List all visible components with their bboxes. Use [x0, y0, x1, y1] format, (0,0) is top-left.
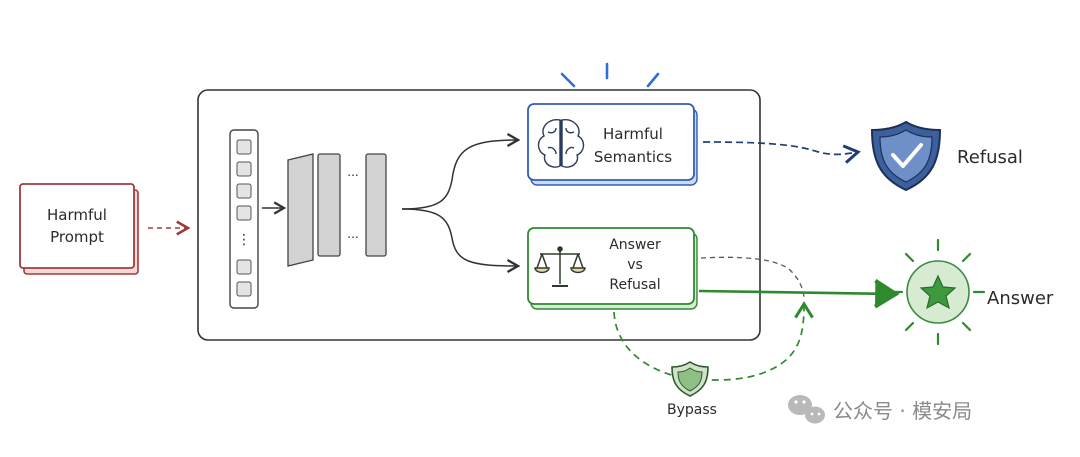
semantics-frame	[527, 103, 695, 181]
attention-marks	[560, 62, 660, 88]
decision-line2: vs	[627, 257, 643, 273]
harmful-prompt-line1: Harmful	[47, 206, 107, 224]
bypass-label: Bypass	[667, 402, 717, 418]
token-column: ⋮	[229, 129, 259, 309]
branch-arrow-semantics	[401, 132, 521, 210]
layers-ellipsis-top: ...	[347, 165, 358, 179]
star-badge-icon	[890, 238, 986, 346]
transformer-layers: ... ...	[287, 153, 387, 267]
watermark: 公众号 · 模安局	[788, 395, 972, 424]
layers-ellipsis-bottom: ...	[347, 227, 358, 241]
harmful-prompt-line2: Prompt	[50, 228, 104, 246]
brain-icon	[537, 119, 585, 168]
decision-line3: Refusal	[609, 277, 660, 293]
token-cell	[236, 183, 252, 199]
watermark-text: 公众号 · 模安局	[833, 399, 972, 423]
decision-to-answer-arrow	[698, 279, 900, 309]
layer-block	[317, 153, 341, 257]
decision-frame	[527, 227, 695, 305]
refusal-label: Refusal	[957, 147, 1023, 168]
token-ellipsis: ⋮	[237, 232, 251, 248]
model-container	[197, 89, 761, 341]
wechat-icon	[788, 395, 825, 424]
harmful-prompt-frame	[19, 183, 135, 269]
semantics-line2: Semantics	[594, 148, 672, 166]
harmful-prompt-box: Harmful Prompt	[19, 183, 139, 275]
token-cell	[236, 139, 252, 155]
token-cell	[236, 259, 252, 275]
token-cell	[236, 205, 252, 221]
bypass-arrow	[613, 301, 814, 381]
token-cell	[236, 161, 252, 177]
harmful-semantics-box: Harmful Semantics	[527, 103, 698, 186]
scales-icon	[534, 246, 586, 287]
semantics-line1: Harmful	[603, 125, 663, 143]
layer-block	[365, 153, 387, 257]
decision-line1: Answer	[609, 237, 661, 253]
semantics-to-refusal-arrow	[702, 141, 861, 164]
shield-check-icon	[870, 120, 942, 192]
answer-label: Answer	[987, 288, 1054, 309]
shield-icon	[671, 361, 709, 397]
branch-arrow-decision	[401, 208, 521, 274]
token-cell	[236, 281, 252, 297]
layer-block	[287, 153, 314, 267]
decision-dashed-path	[700, 256, 805, 301]
decision-box: Answer vs Refusal	[527, 227, 698, 310]
